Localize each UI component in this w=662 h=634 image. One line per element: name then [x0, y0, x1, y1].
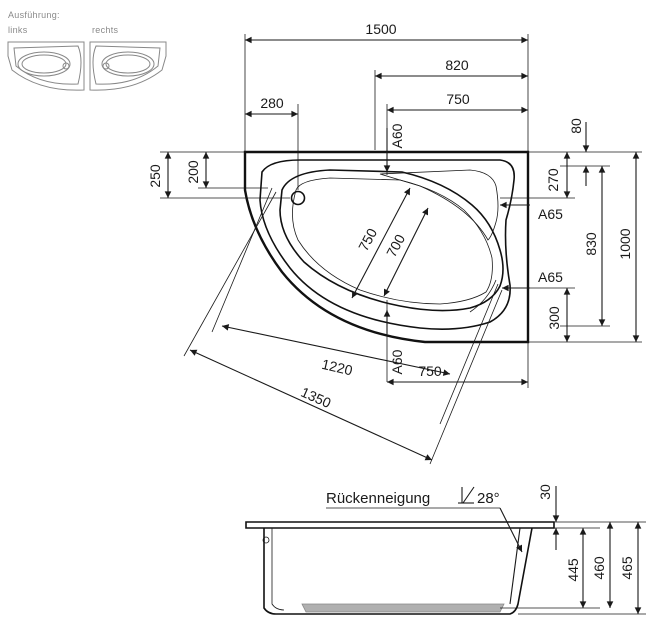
side-body	[263, 527, 533, 615]
plan-dimensions: 1500 820 750 280 A60 250 200 80 270	[147, 21, 642, 465]
dim-445: 445	[565, 558, 581, 582]
dim-30: 30	[537, 484, 553, 500]
tilt-value: 28°	[477, 490, 500, 507]
dim-465: 465	[619, 556, 635, 580]
variant-right-thumbnail	[89, 41, 167, 91]
dim-820: 820	[445, 57, 469, 73]
dim-300: 300	[546, 306, 562, 330]
dim-270: 270	[545, 168, 561, 192]
tub-basin	[279, 169, 504, 312]
side-view: Rückenneigung 28° 30 445 460 465	[245, 484, 646, 615]
dim-830: 830	[583, 232, 599, 256]
plan-view	[243, 150, 530, 344]
variant-label: Ausführung:	[8, 10, 60, 20]
dim-200: 200	[185, 160, 201, 184]
variant-right-label: rechts	[92, 25, 119, 35]
label-a65-upper: A65	[538, 206, 563, 222]
variant-left-label: links	[8, 25, 28, 35]
dim-1000: 1000	[617, 228, 633, 259]
tilt-label: Rückenneigung	[326, 490, 430, 507]
tub-inner-rim	[259, 159, 516, 330]
dim-460: 460	[591, 556, 607, 580]
label-a65-lower: A65	[538, 269, 563, 285]
dim-1220: 1220	[320, 356, 354, 379]
dim-1500: 1500	[365, 21, 396, 37]
variant-legend: Ausführung: links rechts	[7, 10, 167, 91]
label-a60-top: A60	[389, 123, 405, 148]
dim-280: 280	[260, 95, 284, 111]
drain-icon	[290, 190, 306, 206]
angle-icon	[458, 486, 475, 504]
dim-750-top: 750	[446, 91, 470, 107]
dim-750-diagonal: 750	[355, 225, 380, 253]
variant-left-thumbnail	[7, 41, 85, 91]
dim-80: 80	[568, 118, 584, 134]
dim-250: 250	[147, 164, 163, 188]
